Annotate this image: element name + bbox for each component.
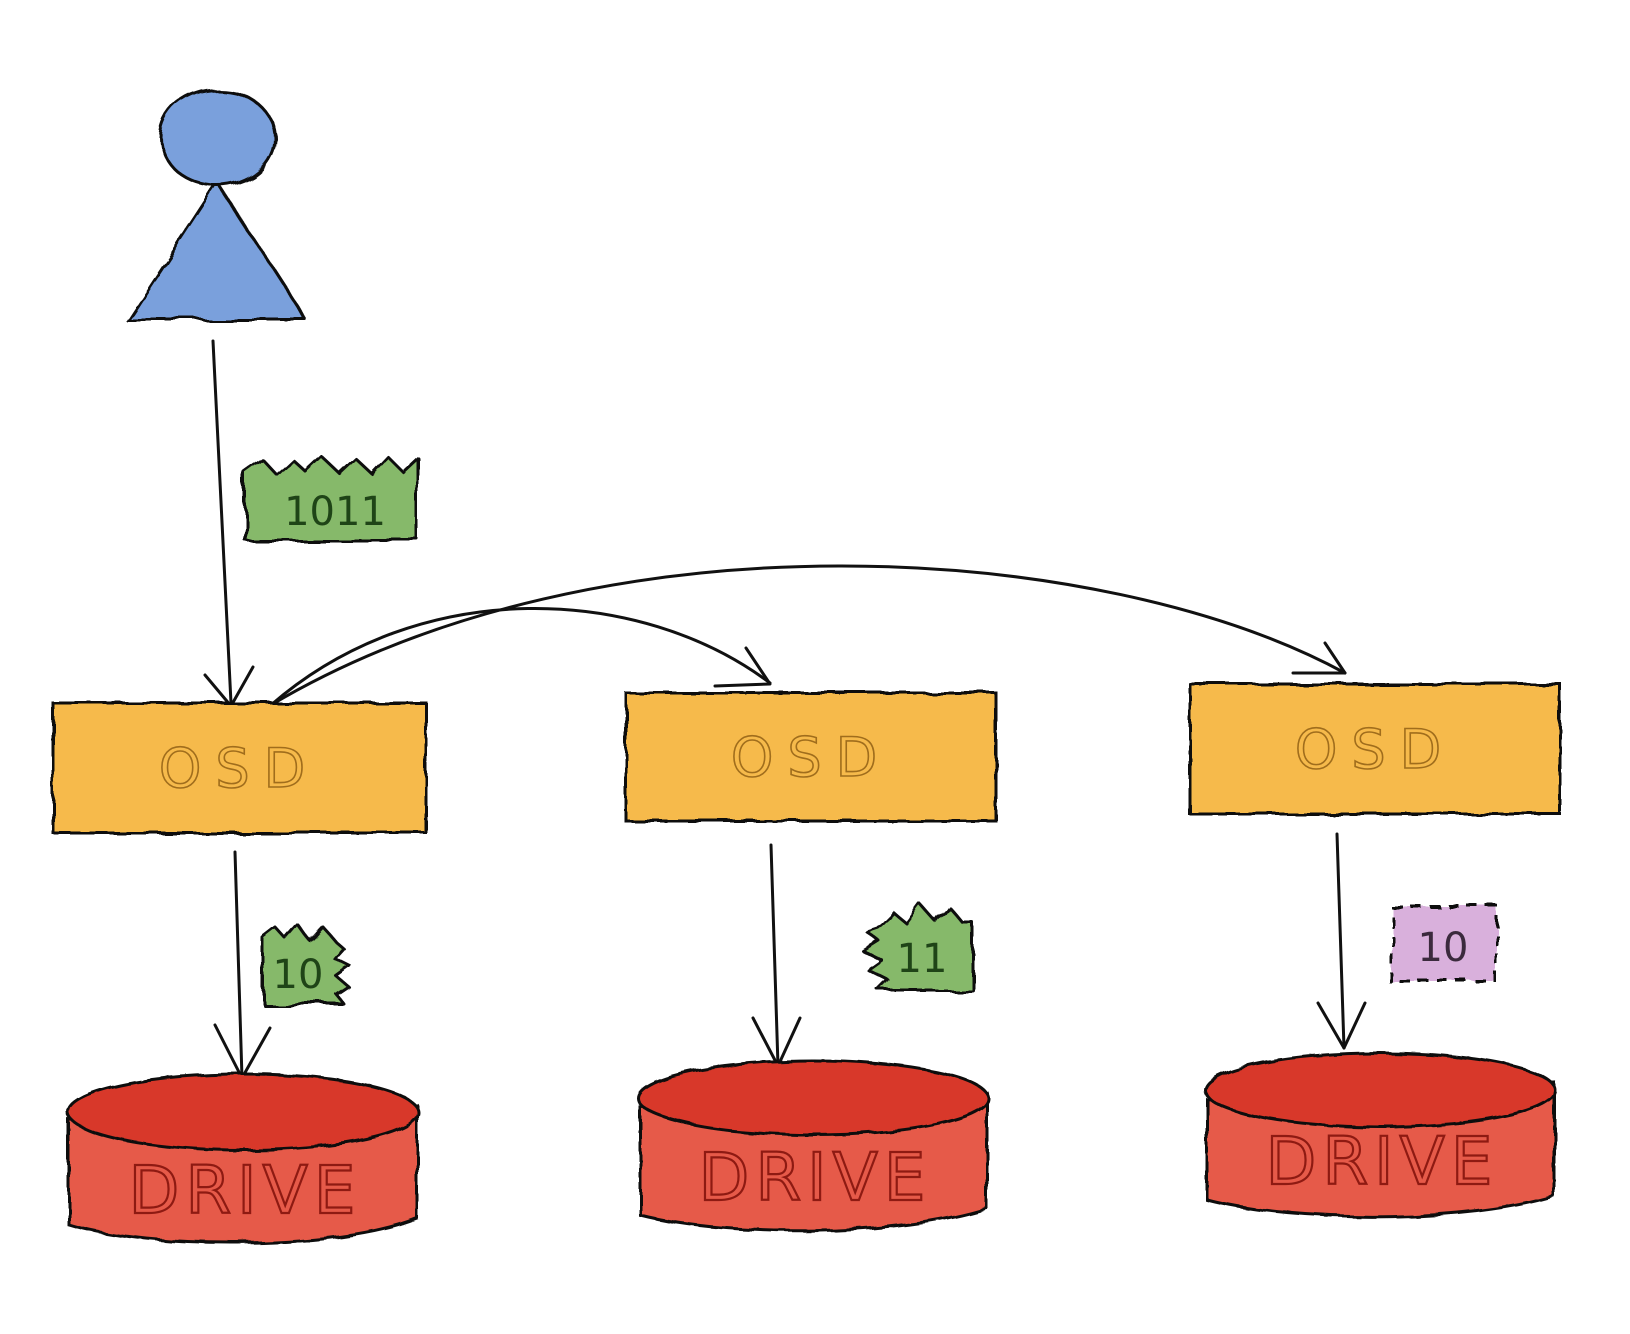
parity-chunk-shape xyxy=(1389,904,1498,984)
osd-label: OSD xyxy=(159,737,319,800)
osd1-to-osd2-arrow xyxy=(269,606,772,707)
client-person-icon xyxy=(126,88,309,323)
payload-chunk-shape xyxy=(243,456,420,542)
osd-node-3: OSD xyxy=(1188,682,1562,816)
drive-top xyxy=(636,1059,990,1137)
drive-label: DRIVE xyxy=(699,1139,932,1216)
osd-node-1: OSD xyxy=(51,701,428,835)
drive-top xyxy=(66,1072,420,1152)
parity-chunk-label: 10 xyxy=(1418,925,1469,971)
data-chunk-shape xyxy=(860,904,974,992)
data-chunk-1: 10 xyxy=(261,924,354,1006)
drive-label: DRIVE xyxy=(1266,1123,1499,1200)
osd-node-2: OSD xyxy=(624,691,998,823)
osd3-to-drive-arrow xyxy=(1316,832,1367,1050)
data-chunk-2: 11 xyxy=(860,904,974,992)
client-head xyxy=(159,88,277,188)
drive-3: DRIVE xyxy=(1203,1051,1557,1219)
data-chunk-label: 10 xyxy=(273,952,324,998)
osd1-to-osd3-arrow xyxy=(269,564,1347,707)
data-chunk-label: 11 xyxy=(897,936,948,982)
osd-box xyxy=(51,701,428,835)
osd-label: OSD xyxy=(731,726,891,789)
osd-box xyxy=(1188,682,1562,816)
osd-label: OSD xyxy=(1295,718,1455,781)
payload-chunk: 1011 xyxy=(243,456,420,542)
data-chunk-shape xyxy=(261,924,354,1006)
client-body xyxy=(126,181,309,323)
drive-top xyxy=(1203,1051,1557,1129)
osd-box xyxy=(624,691,998,823)
osd2-to-drive-arrow xyxy=(751,843,802,1068)
parity-chunk: 10 xyxy=(1389,904,1498,984)
drive-label: DRIVE xyxy=(129,1152,362,1229)
drive-1: DRIVE xyxy=(66,1072,420,1245)
payload-chunk-label: 1011 xyxy=(284,489,386,535)
drive-2: DRIVE xyxy=(636,1059,990,1233)
